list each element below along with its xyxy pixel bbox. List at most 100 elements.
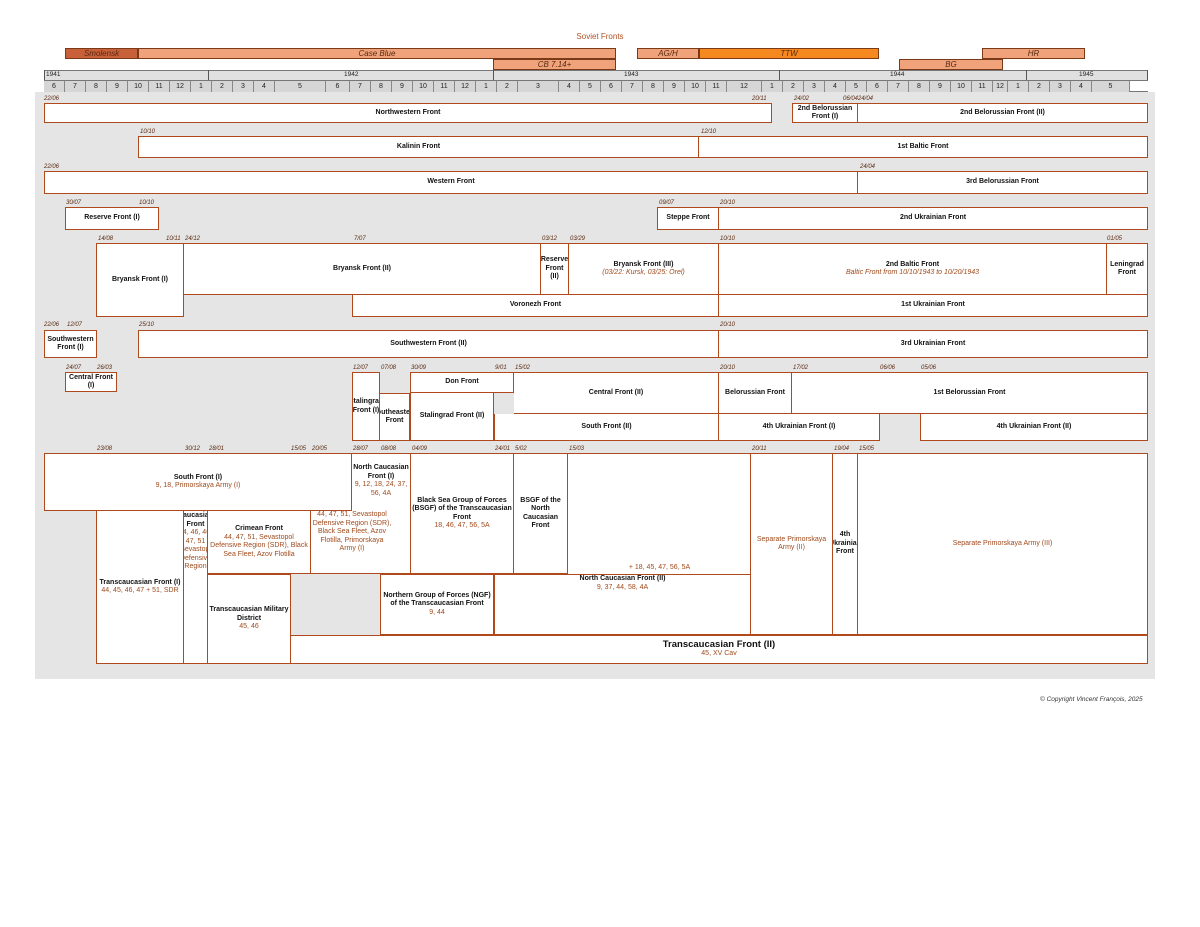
month-cell: 10: [951, 81, 972, 92]
front-box: South Front (I)9, 18, Primorskaya Army (…: [44, 453, 352, 511]
date-label: 09/07: [659, 200, 675, 206]
date-label: 20/11: [752, 446, 767, 452]
diagram-title: Soviet Fronts: [576, 32, 624, 41]
copyright-text: © Copyright Vincent François, 2025: [1040, 696, 1143, 703]
date-label: 24/07: [66, 365, 82, 371]
date-label: 04/09: [412, 446, 428, 452]
date-label: 14/08: [98, 236, 114, 242]
front-box: [311, 511, 352, 574]
front-box: Transcaucasian Front (I)44, 45, 46, 47 +…: [96, 511, 184, 664]
date-label: 24/01: [495, 446, 511, 452]
campaign-bar: HR: [982, 48, 1085, 59]
month-cell: 5: [1092, 81, 1130, 92]
month-cell: 2: [497, 81, 518, 92]
month-cell: 6: [44, 81, 65, 92]
front-box: Steppe Front: [657, 207, 719, 230]
date-label: 07/08: [381, 365, 397, 371]
month-cell: 11: [972, 81, 993, 92]
month-cell: 11: [706, 81, 727, 92]
date-label: 24/02: [794, 96, 810, 102]
date-label: 9/01: [495, 365, 507, 371]
front-box: 4th Ukrainian Front: [833, 453, 858, 635]
date-label: 20/11: [752, 96, 767, 102]
front-box: South Front (II): [494, 414, 719, 441]
date-label: 24/12: [185, 236, 201, 242]
month-cell: 6: [601, 81, 622, 92]
date-label: 12/07: [67, 322, 83, 328]
front-box: Reserve Front (I): [65, 207, 159, 230]
front-sub-text: 44, 47, 51, Sevastopol Defensive Region …: [312, 511, 392, 552]
month-cell: 8: [371, 81, 392, 92]
date-label: 22/06: [44, 96, 60, 102]
date-label: 19/04: [834, 446, 850, 452]
date-label: 05/06: [921, 365, 937, 371]
date-label: 15/05: [291, 446, 307, 452]
date-label: 28/01: [209, 446, 225, 452]
year-label: 1941: [44, 70, 208, 80]
date-label: 10/10: [140, 129, 156, 135]
front-box: Northwestern Front: [44, 103, 772, 123]
front-box: 4th Ukrainian Front (II): [920, 414, 1148, 441]
date-label: 30/07: [66, 200, 82, 206]
month-cell: 1: [476, 81, 497, 92]
date-label: 30/09: [411, 365, 427, 371]
date-label: 22/06: [44, 322, 60, 328]
front-box: 1st Ukrainian Front: [719, 295, 1148, 317]
month-cell: 2: [783, 81, 804, 92]
date-label: 15/02: [515, 365, 531, 371]
front-box: Bryansk Front (I): [96, 243, 184, 317]
month-cell: 3: [233, 81, 254, 92]
front-box: Separate Primorskaya Army (II): [751, 453, 833, 635]
month-cell: 6: [867, 81, 888, 92]
gap-filler: [881, 415, 919, 440]
front-box: North Caucasian Front (I)9, 12, 18, 24, …: [352, 453, 411, 574]
date-label: 23/08: [97, 446, 113, 452]
date-label: 15/05: [859, 446, 875, 452]
front-box: Stalingrad Front (II): [410, 393, 494, 441]
month-cell: 5: [275, 81, 326, 92]
date-label: 5/02: [515, 446, 527, 452]
front-sub-text: + 18, 45, 47, 56, 5A: [628, 564, 691, 571]
front-box: 4th Ukrainian Front (I): [719, 414, 880, 441]
month-cell: 4: [559, 81, 580, 92]
date-label: 10/11: [166, 236, 181, 242]
month-cell: 4: [825, 81, 846, 92]
date-label: 24/04: [860, 164, 876, 170]
front-box: [568, 453, 751, 574]
date-label: 08/08: [381, 446, 397, 452]
date-label: 06/06: [880, 365, 896, 371]
date-label: 22/06: [44, 164, 60, 170]
month-cell: 5: [846, 81, 867, 92]
front-box: Reserve Front (II): [541, 243, 569, 295]
date-label: 15/03: [569, 446, 585, 452]
year-label: 1944: [779, 70, 1026, 80]
date-label: 01/05: [1107, 236, 1123, 242]
month-cell: 3: [518, 81, 559, 92]
date-label: 26/03: [97, 365, 113, 371]
front-box: Southwestern Front (I): [44, 330, 97, 358]
date-label: 7/07: [354, 236, 366, 242]
front-box: Separate Primorskaya Army (III): [858, 453, 1148, 635]
campaign-bar: AG/H: [637, 48, 699, 59]
month-cell: 11: [434, 81, 455, 92]
front-box: 3rd Belorussian Front: [858, 171, 1148, 194]
month-cell: 10: [413, 81, 434, 92]
campaign-bar: TTW: [699, 48, 879, 59]
campaign-bar: Case Blue: [138, 48, 616, 59]
front-box: North Caucasian Front (II)9, 37, 44, 58,…: [494, 574, 751, 635]
front-box: Northern Group of Forces (NGF) of the Tr…: [380, 574, 494, 635]
month-cell: 7: [888, 81, 909, 92]
front-box: 2nd Belorussian Front (I): [792, 103, 858, 123]
front-box: Stalingrad Front (I): [352, 372, 380, 441]
month-cell: 12: [993, 81, 1008, 92]
month-cell: 1: [762, 81, 783, 92]
date-label: 20/10: [720, 365, 736, 371]
date-label: 20/05: [312, 446, 328, 452]
date-label: 03/12: [542, 236, 558, 242]
front-box: Bryansk Front (II): [184, 243, 541, 295]
month-cell: 1: [191, 81, 212, 92]
